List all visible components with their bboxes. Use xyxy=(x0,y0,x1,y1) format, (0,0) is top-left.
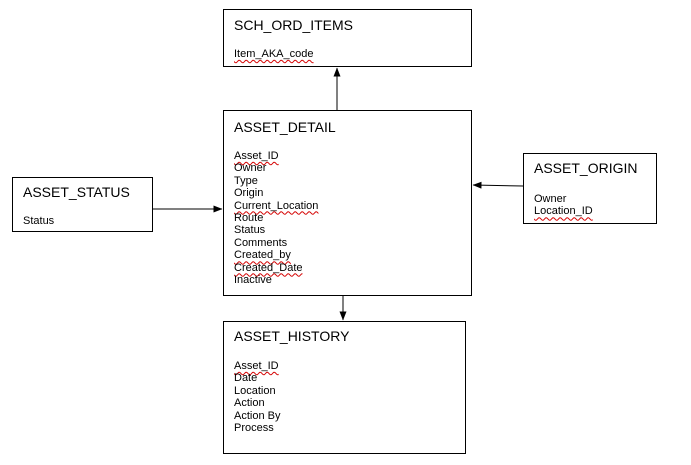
field-list: Status xyxy=(23,215,54,227)
entity-field: Route xyxy=(234,212,264,225)
entity-field: Item_AKA_code xyxy=(234,48,314,60)
entity-field: Type xyxy=(234,174,258,187)
entity-field: Status xyxy=(234,224,266,237)
entity-field: Origin xyxy=(234,187,264,200)
entity-field: Process xyxy=(234,422,274,435)
entity-field: Location_ID xyxy=(534,205,593,218)
field-list: Item_AKA_code xyxy=(234,48,314,60)
entity-title: ASSET_HISTORY xyxy=(234,328,350,344)
entity-sch-ord-items: SCH_ORD_ITEMS Item_AKA_code xyxy=(223,9,472,67)
entity-field: Status xyxy=(23,215,55,227)
entity-field: Action By xyxy=(234,409,281,422)
entity-field: Asset_ID xyxy=(234,150,279,162)
entity-asset-status: ASSET_STATUS Status xyxy=(12,177,153,232)
entity-title: ASSET_STATUS xyxy=(23,184,130,200)
entity-title: ASSET_ORIGIN xyxy=(534,160,638,176)
entity-field: Action xyxy=(234,397,265,410)
entity-field: Asset_ID xyxy=(234,360,279,372)
entity-title: SCH_ORD_ITEMS xyxy=(234,17,354,33)
entity-field: Comments xyxy=(234,236,288,249)
entity-field: Owner xyxy=(234,162,267,175)
entity-field: Owner xyxy=(534,193,567,205)
arrow-asset-origin-to-asset-detail xyxy=(472,181,524,189)
entity-field: Date xyxy=(234,372,258,385)
entity-title: ASSET_DETAIL xyxy=(234,119,336,135)
entity-field: Created_by xyxy=(234,249,291,262)
entity-field: Location xyxy=(234,384,276,397)
entity-field: Created_Date xyxy=(234,261,303,274)
entity-field: Inactive xyxy=(234,274,272,287)
entity-field: Current_Location xyxy=(234,199,319,212)
